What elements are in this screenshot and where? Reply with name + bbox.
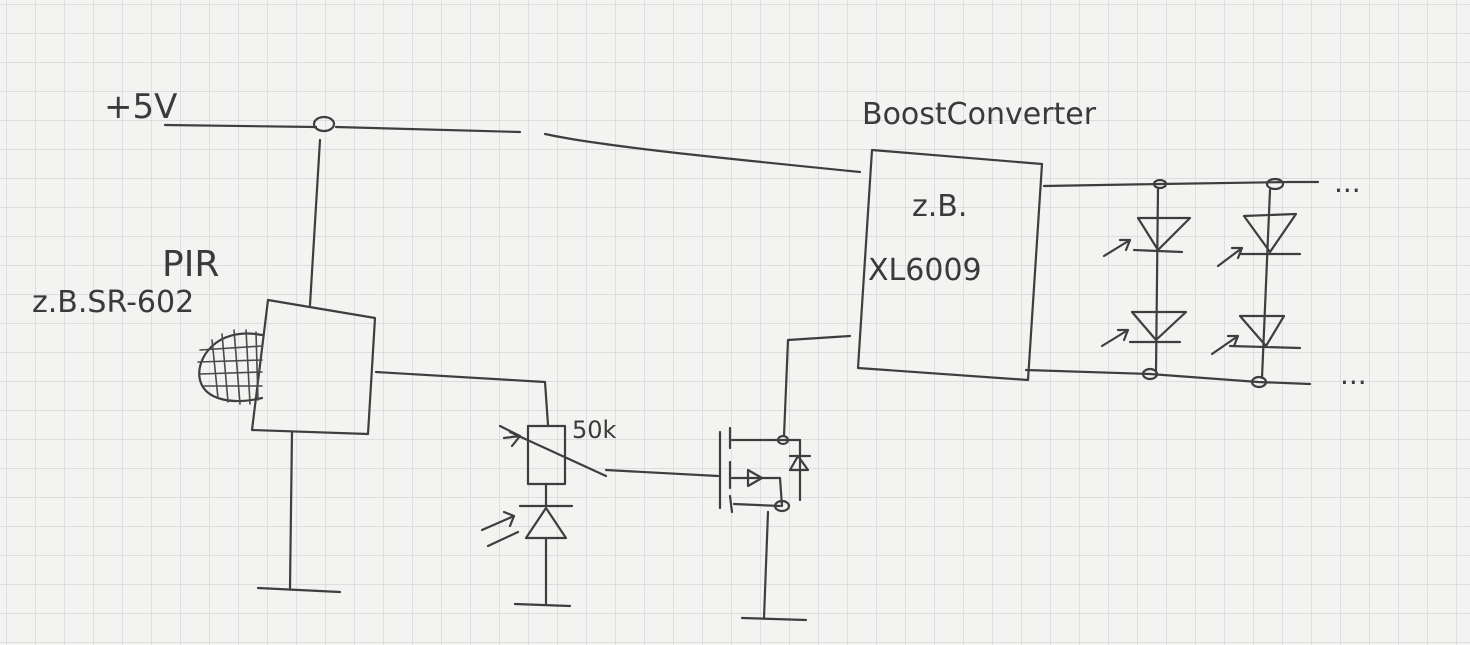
continuation-bottom: ... xyxy=(1340,358,1367,391)
pot-value-label: 50k xyxy=(572,416,617,444)
mosfet xyxy=(718,334,852,622)
supply-label: +5V xyxy=(104,87,177,127)
ground-symbol xyxy=(256,586,342,594)
photodiode xyxy=(480,504,574,608)
pir-model-label: z.B.SR-602 xyxy=(32,285,194,320)
led-array xyxy=(1100,177,1320,389)
supply-rail xyxy=(163,115,862,307)
junction-node xyxy=(312,115,336,133)
pir-output-wire xyxy=(374,370,550,427)
potentiometer-50k xyxy=(498,424,608,508)
pir-label: PIR xyxy=(162,244,219,285)
boost-converter xyxy=(856,148,1162,382)
boost-model-label: XL6009 xyxy=(868,253,982,288)
boost-example-label: z.B. xyxy=(912,189,967,224)
pir-sensor xyxy=(197,298,377,594)
continuation-top: ... xyxy=(1334,166,1361,199)
gate-wire xyxy=(604,468,720,478)
boost-title: BoostConverter xyxy=(862,97,1097,132)
